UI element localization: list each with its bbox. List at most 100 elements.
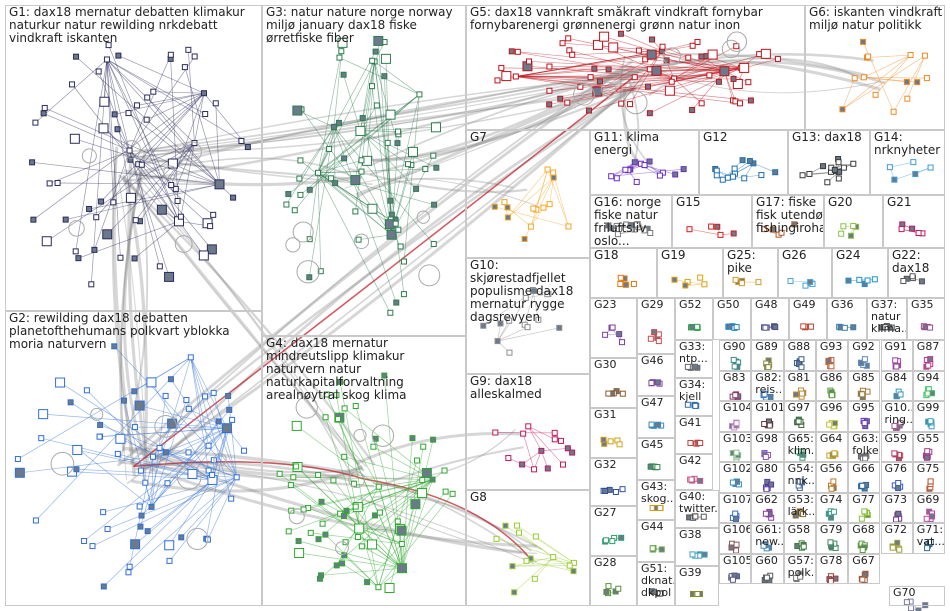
node-avatar[interactable] [498,64,505,71]
node-avatar[interactable] [768,481,775,488]
node-avatar[interactable] [206,244,217,255]
node-avatar[interactable] [617,30,624,37]
node-avatar[interactable] [164,480,171,487]
node-avatar[interactable] [177,213,184,220]
node-avatar[interactable] [296,175,303,182]
node-avatar[interactable] [339,560,346,567]
node-avatar[interactable] [369,57,376,64]
node-avatar[interactable] [504,204,511,211]
group-box-g78[interactable]: G78 [815,553,849,584]
node-avatar[interactable] [306,186,313,193]
node-avatar[interactable] [225,392,232,399]
node-avatar[interactable] [671,276,678,283]
node-avatar[interactable] [570,568,577,575]
node-avatar[interactable] [32,517,39,524]
node-avatar[interactable] [630,280,637,287]
node-avatar[interactable] [148,503,155,510]
node-avatar[interactable] [787,278,794,285]
group-box-g91[interactable]: G91 [880,340,913,371]
node-avatar[interactable] [55,377,66,388]
node-avatar[interactable] [397,243,404,250]
node-avatar[interactable] [733,43,740,50]
node-avatar[interactable] [609,324,616,331]
node-avatar[interactable] [162,392,169,399]
node-avatar[interactable] [891,450,898,457]
node-avatar[interactable] [497,320,504,327]
node-avatar[interactable] [167,376,174,383]
group-box-g16[interactable]: G16: norge fiske natur friluftsliv oslo.… [590,195,672,248]
node-avatar[interactable] [633,221,640,228]
node-avatar[interactable] [183,397,190,404]
node-avatar[interactable] [717,231,724,238]
node-avatar[interactable] [546,101,553,108]
node-avatar[interactable] [207,223,214,230]
node-avatar[interactable] [228,495,235,502]
node-avatar[interactable] [103,56,110,63]
group-box-g23[interactable]: G23 [590,298,637,358]
node-avatar[interactable] [226,406,233,413]
group-box-g50[interactable]: G50 [713,298,751,340]
node-avatar[interactable] [114,126,121,133]
node-avatar[interactable] [143,116,150,123]
node-avatar[interactable] [417,488,428,499]
group-box-g75[interactable]: G75 [912,462,946,493]
node-avatar[interactable] [337,37,348,48]
group-box-g57[interactable]: G57: polk... [783,553,816,584]
group-box-g28[interactable]: G28 [590,556,637,606]
node-avatar[interactable] [322,414,329,421]
group-box-g60[interactable]: G60 [751,553,784,584]
node-avatar[interactable] [546,87,553,94]
node-avatar[interactable] [315,536,322,543]
node-avatar[interactable] [828,485,835,492]
node-avatar[interactable] [91,246,98,253]
node-avatar[interactable] [164,271,175,282]
node-avatar[interactable] [46,180,53,187]
node-avatar[interactable] [903,78,910,85]
node-avatar[interactable] [732,78,743,89]
node-avatar[interactable] [918,278,925,285]
node-avatar[interactable] [762,453,769,460]
node-avatar[interactable] [187,354,194,361]
node-avatar[interactable] [30,216,37,223]
node-avatar[interactable] [889,544,896,551]
node-avatar[interactable] [600,436,607,443]
group-box-g47[interactable]: G47 [637,396,675,438]
node-avatar[interactable] [800,511,807,518]
node-avatar[interactable] [516,529,523,536]
node-avatar[interactable] [230,194,237,201]
node-avatar[interactable] [210,389,217,396]
group-box-g49[interactable]: G49 [789,298,827,340]
node-avatar[interactable] [323,391,330,398]
node-avatar[interactable] [585,107,592,114]
group-box-g4[interactable]: G4: dax18 mernatur mindreutslipp klimaku… [262,336,466,606]
group-box-g92[interactable]: G92 [848,340,881,371]
node-avatar[interactable] [523,557,530,564]
node-avatar[interactable] [341,552,348,559]
node-avatar[interactable] [125,192,136,203]
node-avatar[interactable] [914,79,921,86]
node-avatar[interactable] [522,294,529,301]
node-avatar[interactable] [358,543,365,550]
node-avatar[interactable] [795,418,802,425]
node-avatar[interactable] [924,545,931,552]
group-box-g38[interactable]: G38 [675,528,719,566]
node-avatar[interactable] [38,409,49,420]
node-avatar[interactable] [133,102,140,109]
node-avatar[interactable] [315,169,322,176]
node-avatar[interactable] [421,467,432,478]
node-avatar[interactable] [307,529,314,536]
node-avatar[interactable] [687,439,694,446]
node-avatar[interactable] [850,160,857,167]
node-avatar[interactable] [894,539,901,546]
node-avatar[interactable] [410,499,421,510]
node-avatar[interactable] [69,81,76,88]
node-avatar[interactable] [178,534,185,541]
node-avatar[interactable] [707,49,718,60]
node-avatar[interactable] [330,123,337,130]
node-avatar[interactable] [648,588,655,595]
node-avatar[interactable] [315,471,322,478]
group-box-g62[interactable]: G62 [751,492,784,523]
node-avatar[interactable] [557,95,564,102]
node-avatar[interactable] [376,509,383,516]
node-avatar[interactable] [641,162,648,169]
